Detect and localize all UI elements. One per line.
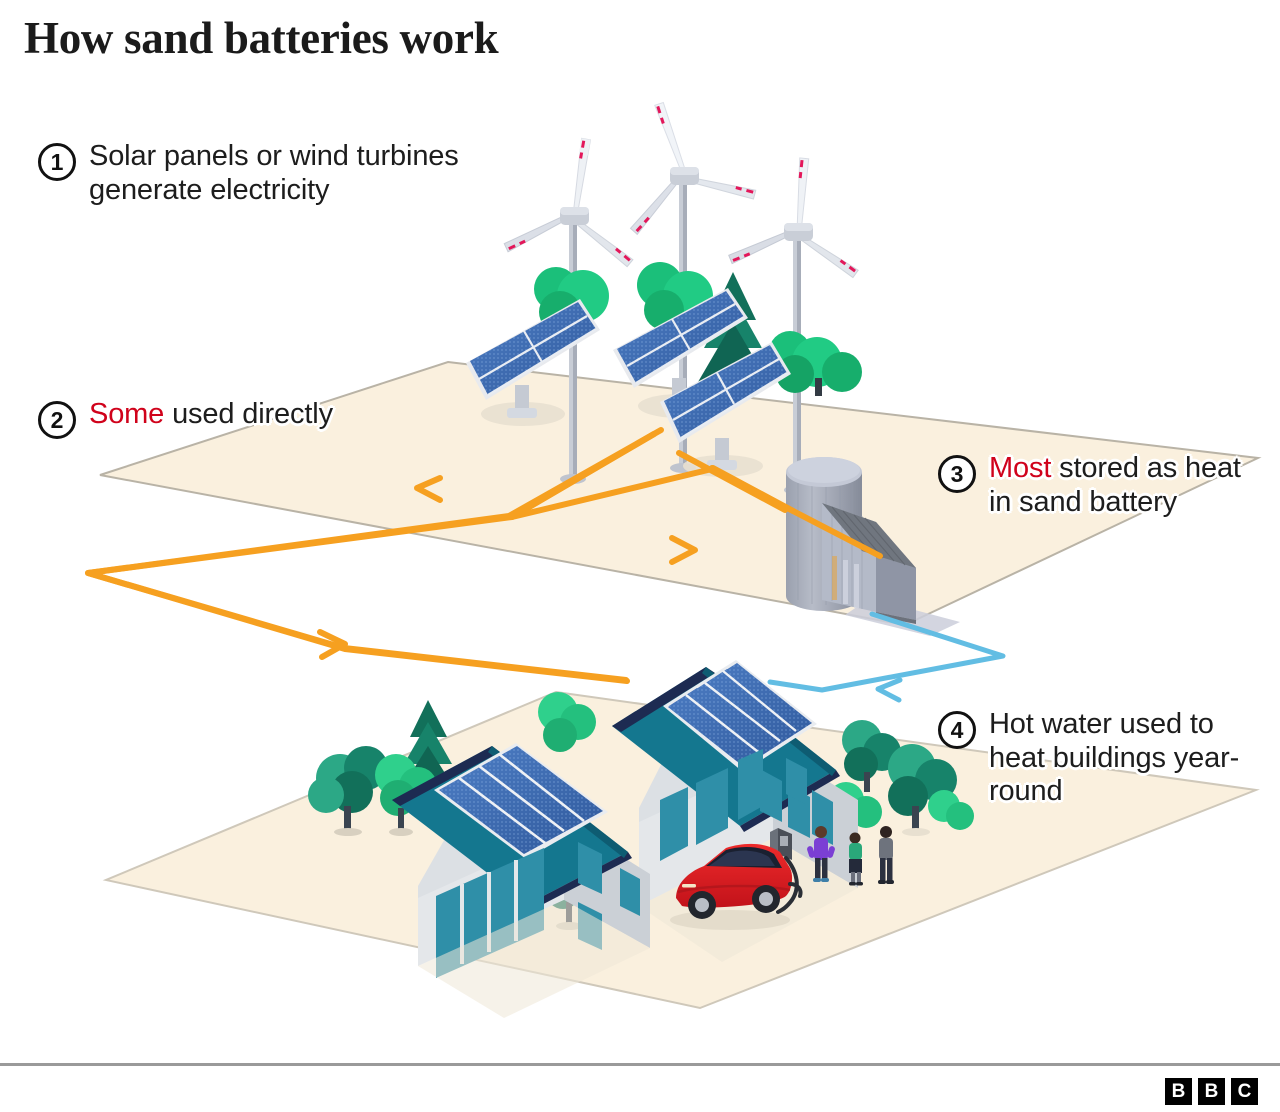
step-number-badge: 4 <box>938 711 976 749</box>
step-text: Some used directly <box>89 398 333 432</box>
footer-divider <box>0 1063 1280 1066</box>
solar-panel-array <box>613 288 748 418</box>
tree <box>538 692 596 752</box>
callout-step-3: 3 Most stored as heat in sand battery <box>938 452 1258 519</box>
bbc-logo-letter: B <box>1198 1078 1225 1105</box>
solar-panel-group <box>466 288 791 477</box>
person <box>849 832 863 886</box>
step-text: Solar panels or wind turbines generate e… <box>89 140 508 207</box>
electric-car <box>670 843 803 930</box>
bbc-logo: B B C <box>1165 1078 1258 1105</box>
house <box>392 743 650 1018</box>
house <box>612 660 858 962</box>
electricity-flow-path <box>85 427 883 684</box>
tree <box>888 744 957 836</box>
callout-step-4: 4 Hot water used to heat buildings year-… <box>938 708 1258 809</box>
step-number-badge: 3 <box>938 455 976 493</box>
page-title: How sand batteries work <box>24 13 499 63</box>
bbc-logo-letter: B <box>1165 1078 1192 1105</box>
bush <box>534 267 609 333</box>
electricity-flow-arrows <box>317 475 698 660</box>
step-number-badge: 2 <box>38 401 76 439</box>
bush <box>769 331 862 396</box>
step-text-plain: Hot water used to heat buildings year-ro… <box>989 708 1240 808</box>
person <box>878 826 894 884</box>
step-text: Most stored as heat in sand battery <box>989 452 1258 519</box>
solar-panel-array <box>434 743 608 859</box>
step-text-highlight: Some <box>89 398 165 430</box>
bbc-logo-letter: C <box>1231 1078 1258 1105</box>
step-number-badge: 1 <box>38 143 76 181</box>
sand-battery-silo <box>786 457 960 636</box>
solar-panel-array <box>663 660 817 772</box>
hot-water-flow-blue <box>767 611 1006 703</box>
step-text-highlight: Most <box>989 452 1052 484</box>
step-text: Hot water used to heat buildings year-ro… <box>989 708 1258 809</box>
callout-step-2: 2 Some used directly <box>38 398 508 439</box>
step-text-plain: stored as heat in sand battery <box>989 452 1241 518</box>
solar-panel-array <box>466 299 600 426</box>
bush <box>928 790 974 830</box>
step-text-plain: used directly <box>164 398 333 430</box>
callout-step-1: 1 Solar panels or wind turbines generate… <box>38 140 508 207</box>
person <box>807 826 835 882</box>
step-text-plain: Solar panels or wind turbines generate e… <box>89 140 459 206</box>
